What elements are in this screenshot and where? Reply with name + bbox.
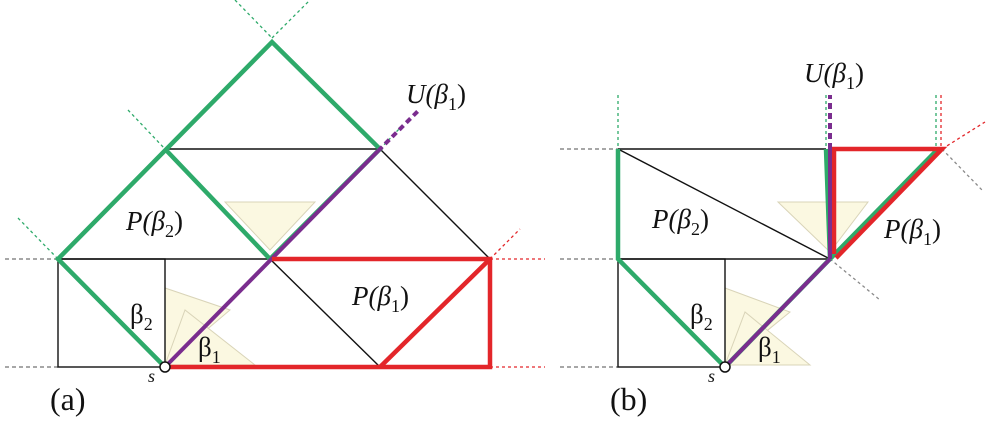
panel-b-label: (b) bbox=[610, 381, 647, 417]
beta2-label-b: β2 bbox=[690, 299, 713, 334]
beta1-label-a: β1 bbox=[198, 332, 221, 367]
dash-gray-diag-b bbox=[829, 258, 881, 301]
cone-upper-a bbox=[223, 201, 317, 251]
edge-inner-diag-a bbox=[269, 258, 381, 368]
dash-green-top-right-a bbox=[271, 0, 311, 39]
edge-diag-b bbox=[617, 148, 831, 260]
p-beta1-label-a: P(β1) bbox=[351, 281, 409, 316]
panel-a: (a) s U(β1) P(β2) P(β1) β2 β1 bbox=[5, 0, 545, 417]
u-beta1-label-a: U(β1) bbox=[406, 79, 466, 114]
source-point-a bbox=[159, 361, 171, 373]
dash-gray-right-b bbox=[941, 148, 983, 191]
green-diag-b bbox=[828, 147, 940, 261]
dash-green-top-left-a bbox=[234, 0, 273, 39]
p-beta2-label-b: P(β2) bbox=[651, 204, 709, 239]
s-label-a: s bbox=[148, 366, 155, 386]
purple-ray-b bbox=[723, 257, 832, 369]
green-outline-b bbox=[615, 148, 833, 371]
u-beta1-label-b: U(β1) bbox=[804, 58, 864, 93]
panel-a-label: (a) bbox=[50, 381, 86, 417]
panel-b: (b) s U(β1) P(β2) P(β1) β2 β1 bbox=[560, 58, 986, 417]
edge-diag-right-a bbox=[379, 148, 491, 260]
source-point-b bbox=[719, 361, 731, 373]
dash-red-up-a bbox=[489, 228, 521, 260]
red-outline-a bbox=[165, 256, 493, 370]
red-diag-a bbox=[378, 257, 492, 369]
beta1-label-b: β1 bbox=[758, 332, 781, 367]
cone-upper-b bbox=[776, 201, 870, 253]
beta2-label-a: β2 bbox=[130, 299, 153, 334]
s-label-b: s bbox=[708, 366, 715, 386]
dash-green-right-a bbox=[379, 127, 401, 150]
p-beta1-label-b: P(β1) bbox=[883, 214, 941, 249]
red-outline-b bbox=[831, 146, 948, 260]
cone-beta1-b bbox=[724, 311, 812, 366]
p-beta2-label-a: P(β2) bbox=[125, 206, 183, 241]
dash-green-low-left-a bbox=[17, 217, 59, 260]
dash-green-mid-left-a bbox=[127, 109, 166, 150]
dash-red-diag-b bbox=[941, 121, 986, 150]
green-outline-a bbox=[54, 38, 384, 369]
purple-ray-a bbox=[163, 149, 380, 369]
